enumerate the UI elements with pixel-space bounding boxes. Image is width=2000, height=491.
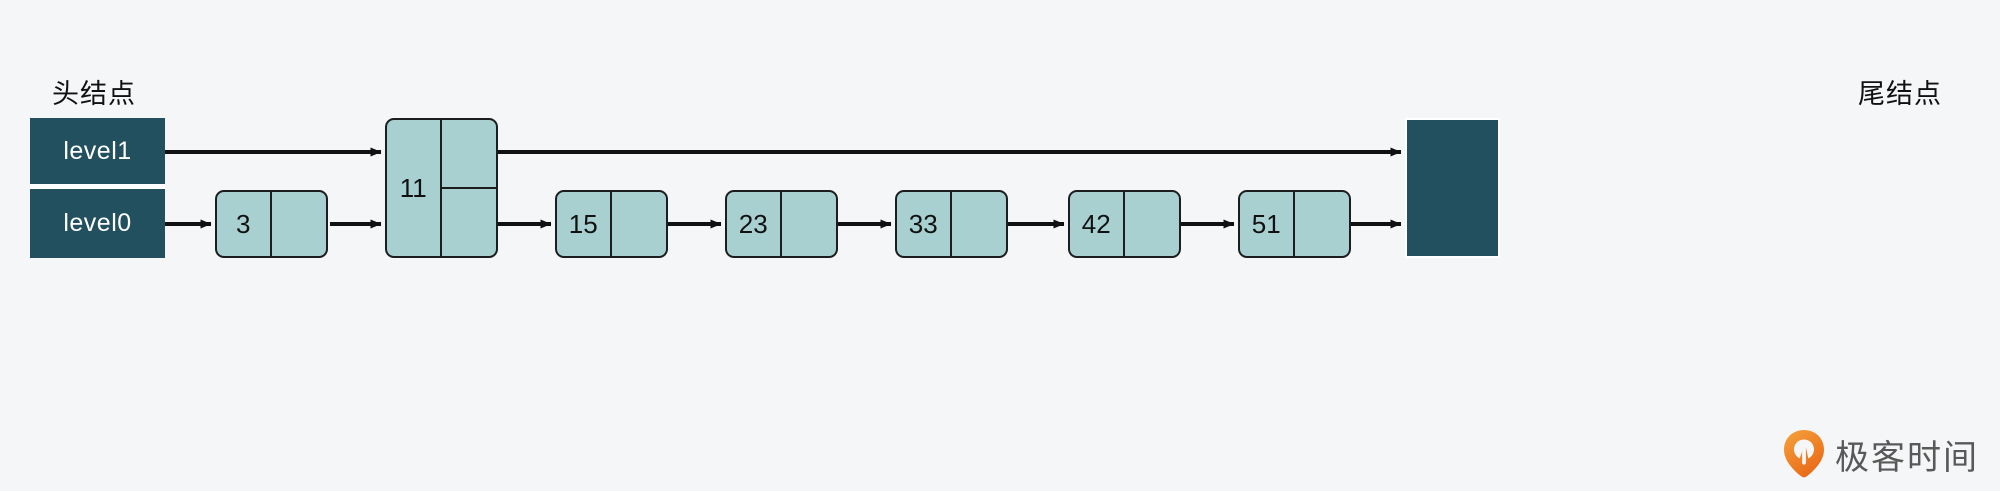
list-node-pointer-cell [612,192,667,256]
list-node-15[interactable]: 15 [555,190,668,258]
head-node-caption: 头结点 [52,79,136,110]
head-node-level0-cell[interactable]: level0 [30,189,165,258]
head-node-level1-cell[interactable]: level1 [30,118,165,184]
list-node-key: 11 [387,120,442,256]
list-node-pointer-cell-level0 [442,189,497,256]
brand-name: 极客时间 [1835,437,1979,478]
list-node-11[interactable]: 11 [385,118,498,258]
list-node-key: 33 [897,192,952,256]
list-node-pointer-cell [1295,192,1350,256]
list-node-key: 15 [557,192,612,256]
head-node-level0-label: level0 [63,209,132,237]
list-node-key: 23 [727,192,782,256]
list-node-42[interactable]: 42 [1068,190,1181,258]
list-node-23[interactable]: 23 [725,190,838,258]
tail-node[interactable] [1405,118,1500,258]
tail-node-caption: 尾结点 [1858,79,1942,110]
list-node-key: 3 [217,192,272,256]
list-node-pointer-cell-level1 [441,120,496,189]
head-node[interactable]: level1 level0 [30,118,165,258]
list-node-pointer-cell [782,192,837,256]
list-node-pointer-cell [272,192,327,256]
list-node-3[interactable]: 3 [215,190,328,258]
list-node-pointer-cell [952,192,1007,256]
head-node-level1-label: level1 [63,136,132,165]
brand-watermark: 极客时间 [1783,428,1979,480]
list-node-pointer-cell [1125,192,1180,256]
list-node-key: 51 [1240,192,1295,256]
list-node-33[interactable]: 33 [895,190,1008,258]
list-node-key: 42 [1070,192,1125,256]
list-node-51[interactable]: 51 [1238,190,1351,258]
geektime-pin-icon [1783,429,1825,479]
